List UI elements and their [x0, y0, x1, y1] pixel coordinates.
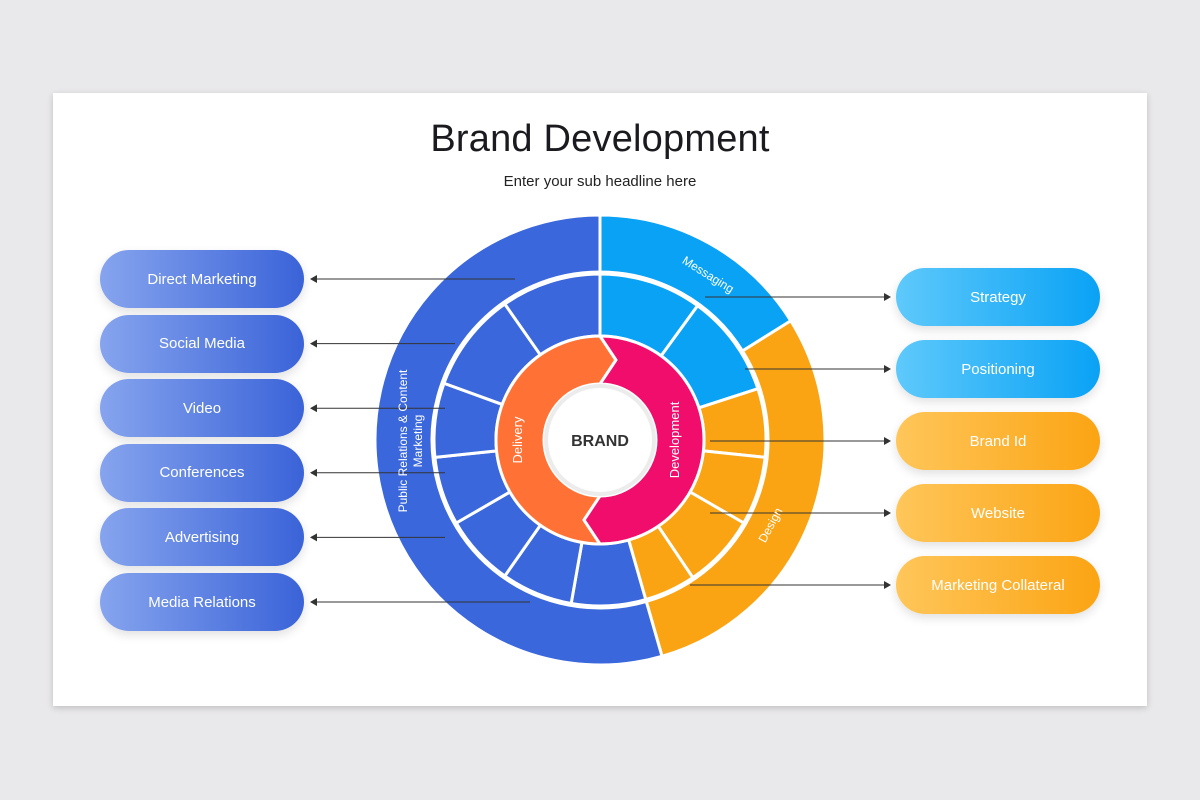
left-item-3[interactable]: Video [100, 379, 304, 438]
right-item-4[interactable]: Website [896, 484, 1100, 542]
left-item-label: Social Media [159, 335, 245, 353]
page-subtitle: Enter your sub headline here [503, 173, 697, 190]
right-item-1[interactable]: Strategy [896, 268, 1100, 326]
right-item-label: Brand Id [969, 432, 1027, 450]
right-item-3[interactable]: Brand Id [896, 412, 1100, 470]
right-item-label: Positioning [961, 360, 1035, 378]
left-item-2[interactable]: Social Media [100, 314, 304, 373]
ring-outer-public-relations [373, 213, 664, 667]
right-item-2[interactable]: Positioning [896, 340, 1100, 398]
delivery-label: Delivery [510, 416, 525, 463]
left-item-5[interactable]: Advertising [100, 508, 304, 567]
left-item-4[interactable]: Conferences [100, 443, 304, 502]
left-item-label: Media Relations [148, 593, 256, 611]
right-item-5[interactable]: Marketing Collateral [896, 556, 1100, 614]
left-item-label: Direct Marketing [147, 270, 257, 288]
page-title: Brand Development [430, 118, 770, 160]
brand-center-circle [544, 384, 656, 496]
ring-outer-design [644, 318, 827, 659]
left-item-1[interactable]: Direct Marketing [100, 250, 304, 308]
right-item-label: Marketing Collateral [931, 576, 1065, 594]
left-item-6[interactable]: Media Relations [100, 573, 304, 631]
right-item-label: Website [971, 504, 1025, 522]
public-relations-label-line1: Public Relations & Content [396, 369, 410, 512]
right-item-label: Strategy [970, 288, 1026, 306]
left-item-label: Video [182, 399, 222, 417]
public-relations-label-line2: Marketing [411, 415, 425, 468]
development-label: Development [667, 401, 682, 478]
center-label: BRAND [571, 433, 629, 450]
left-item-label: Advertising [164, 528, 240, 546]
left-item-label: Conferences [159, 464, 245, 482]
